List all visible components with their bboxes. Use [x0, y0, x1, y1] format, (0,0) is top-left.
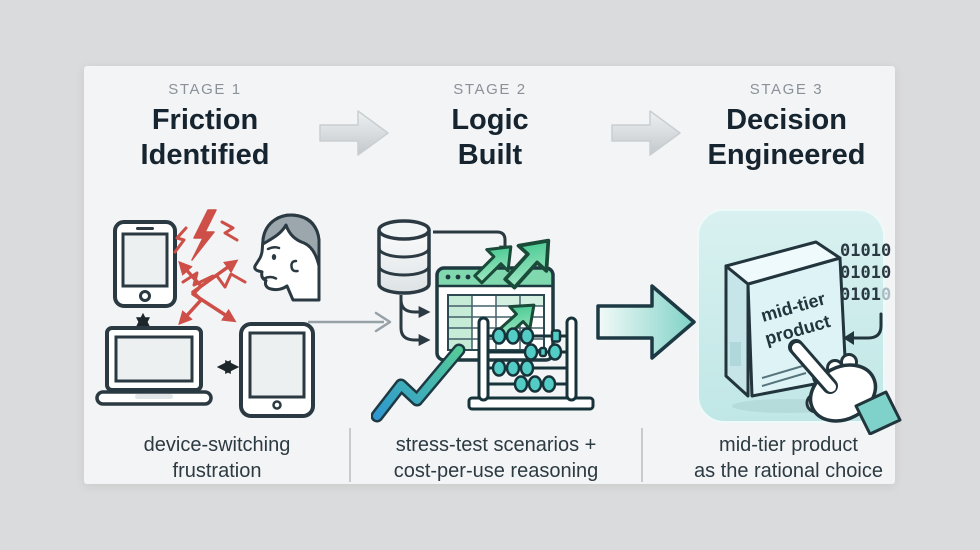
conflict-bolts-icon — [173, 209, 247, 289]
thin-line-arrow-icon — [308, 311, 392, 333]
stage1-label: STAGE 1 — [168, 81, 242, 98]
teal-block-arrow-icon — [596, 284, 696, 360]
sync-arrows-icon — [136, 312, 240, 374]
stage1-caption: device-switching frustration — [84, 432, 350, 484]
stage1-illustration — [95, 209, 321, 418]
caption-divider-1 — [349, 428, 351, 482]
stage2-title-line1: Logic — [451, 104, 529, 136]
stage2-header: STAGE 2 Logic Built — [344, 66, 636, 173]
frustrated-user-icon — [253, 213, 321, 302]
caption-divider-2 — [641, 428, 643, 482]
trend-line-icon — [371, 343, 466, 423]
flow-arrows-icon — [399, 230, 511, 346]
stage1-header: STAGE 1 Friction Identified — [72, 66, 338, 173]
laptop-icon — [95, 326, 213, 406]
stage3-illustration: mid-tier product 01010 01010 01010 — [697, 209, 902, 435]
binary-row-3: 01010 — [840, 285, 891, 305]
stage3-title: Decision Engineered — [660, 103, 913, 173]
stage1-column: STAGE 1 Friction Identified — [84, 66, 350, 484]
stage1-title-line2: Identified — [140, 139, 270, 171]
stage2-title: Logic Built — [344, 103, 636, 173]
stage3-caption-line2: as the rational choice — [693, 460, 883, 482]
infographic-panel: STAGE 1 Friction Identified — [84, 66, 902, 484]
stage2-illustration — [371, 219, 595, 423]
database-icon — [377, 219, 431, 295]
stage1-title-line1: Friction — [151, 104, 259, 136]
stage3-title-line1: Decision — [726, 104, 847, 136]
stage2-column: STAGE 2 Logic Built — [350, 66, 642, 484]
stage3-column: STAGE 3 Decision Engineered mid-tier pro… — [642, 66, 895, 484]
stage2-title-line2: Built — [457, 139, 523, 171]
stage1-title: Friction Identified — [72, 103, 338, 173]
stage3-caption: mid-tier product as the rational choice — [662, 432, 915, 484]
stage3-label: STAGE 3 — [749, 81, 824, 98]
pointing-hand-icon — [788, 339, 902, 435]
return-arrow-icon — [843, 312, 883, 345]
binary-code-text: 01010 01010 01010 — [840, 241, 891, 305]
smartphone-icon — [113, 220, 177, 308]
stage3-title-line2: Engineered — [707, 139, 866, 171]
tablet-icon — [239, 322, 315, 418]
binary-row-1: 01010 — [840, 241, 891, 261]
abacus-icon — [467, 316, 595, 411]
stage1-caption-line1: device-switching — [143, 434, 291, 456]
binary-row-2: 01010 — [840, 263, 891, 283]
silver-block-arrow-icon — [611, 110, 681, 156]
stage1-caption-line2: frustration — [172, 460, 262, 482]
stage3-header: STAGE 3 Decision Engineered — [660, 66, 913, 173]
crossed-zigzag-arrows-icon — [178, 259, 239, 326]
stage2-label: STAGE 2 — [453, 81, 527, 98]
stage3-caption-line1: mid-tier product — [719, 434, 858, 456]
silver-block-arrow-icon — [319, 110, 389, 156]
